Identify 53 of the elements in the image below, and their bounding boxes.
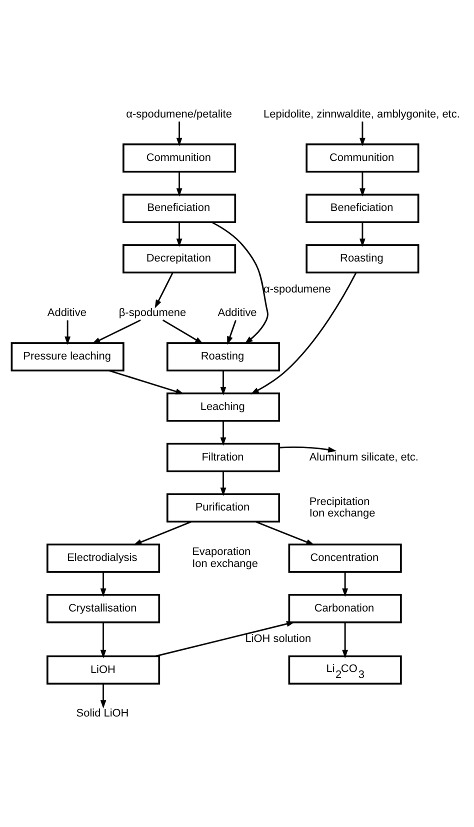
node-text: Lepidolite, zinnwaldite, amblygonite, etc.	[264, 108, 460, 120]
arrow	[220, 420, 226, 446]
arrow	[279, 446, 337, 452]
node-box: Leaching	[166, 392, 280, 422]
arrow	[255, 520, 315, 545]
node-label: Evaporation Ion exchange	[192, 546, 258, 570]
arrow	[92, 319, 141, 344]
arrow	[154, 272, 174, 308]
arrow	[211, 221, 268, 344]
node-box: Concentration	[288, 543, 402, 572]
node-box: Communition	[306, 142, 420, 172]
arrow	[162, 319, 204, 344]
arrow	[100, 684, 106, 708]
node-box: Beneficiation	[122, 193, 236, 223]
node-box: LiOH	[46, 654, 160, 684]
node-box: Filtration	[166, 442, 280, 472]
arrow	[133, 520, 192, 545]
arrow	[64, 320, 71, 344]
node-box: Pressure leaching	[10, 342, 124, 371]
arrow	[100, 572, 106, 596]
arrow	[176, 222, 182, 247]
arrow	[227, 320, 236, 344]
arrow	[250, 272, 357, 394]
node-box: Roasting	[166, 342, 280, 371]
node-box: Electrodialysis	[46, 543, 160, 572]
node-text: β-spodumene	[118, 306, 186, 319]
node-box: Beneficiation	[306, 193, 420, 223]
node-text: Additive	[47, 306, 86, 319]
arrow	[360, 222, 366, 247]
arrow	[108, 369, 184, 394]
arrow	[176, 171, 182, 196]
edge-label: α-spodumene	[264, 282, 331, 295]
node-box: Purification	[166, 492, 280, 522]
edge-label: LiOH solution	[245, 632, 312, 645]
node-text: Solid LiOH	[76, 706, 129, 719]
arrow	[156, 620, 296, 656]
arrow	[100, 622, 106, 658]
node-text: α-spodumene/petalite	[126, 108, 232, 120]
node-box: Carbonation	[288, 593, 402, 623]
arrow	[220, 470, 226, 496]
node-text: Aluminum silicate, etc.	[309, 450, 418, 463]
node-box: Crystallisation	[46, 593, 160, 623]
node-box: Roasting	[306, 244, 420, 273]
node-label: Precipitation Ion exchange	[309, 495, 376, 520]
node-box: Decrepitation	[122, 244, 236, 273]
arrow	[360, 121, 366, 146]
node-box: Communition	[122, 142, 236, 172]
arrow	[342, 622, 348, 658]
arrow	[176, 121, 182, 146]
arrow	[360, 171, 366, 196]
arrow	[342, 572, 348, 596]
arrow	[220, 370, 226, 395]
node-text: Additive	[218, 306, 257, 319]
